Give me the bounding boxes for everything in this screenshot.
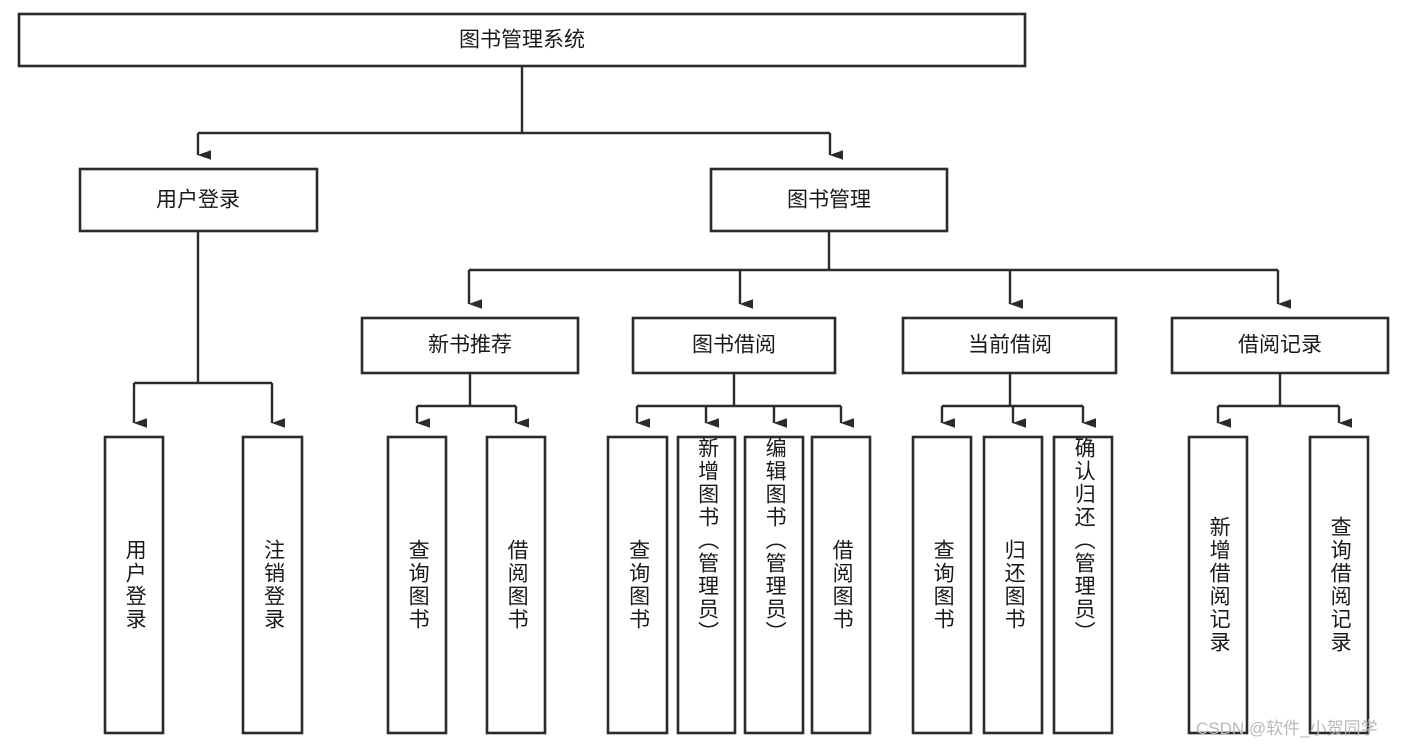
- leaf-query-book-2-rect[interactable]: [606, 435, 669, 735]
- node-user-login-rect: [78, 167, 319, 233]
- connector-user-login-to-leaves: [132, 231, 285, 428]
- node-book-management[interactable]: 图书管理: [709, 167, 949, 233]
- node-borrow-record[interactable]: 借阅记录: [1170, 316, 1390, 375]
- node-new-book-recommend[interactable]: 新书推荐: [360, 316, 580, 375]
- connector-book-management-to-level3: [467, 231, 1291, 309]
- node-book-management-label: 图书管理: [787, 189, 871, 212]
- connector-borrow-record-to-leaves: [1216, 373, 1352, 428]
- leaf-add-book-rect[interactable]: [676, 435, 737, 735]
- leaf-query-record-rect[interactable]: [1308, 435, 1370, 735]
- node-root-rect: [17, 12, 1027, 68]
- node-root-label: 图书管理系统: [459, 29, 585, 52]
- node-current-borrow-label: 当前借阅: [968, 334, 1052, 357]
- node-user-login-label: 用户登录: [156, 189, 240, 212]
- watermark-text: CSDN @软件_小贺同学: [1196, 719, 1378, 738]
- connector-root-to-level2: [196, 66, 843, 160]
- connector-new-book-recommend-to-leaves: [415, 373, 529, 428]
- node-root[interactable]: 图书管理系统: [17, 12, 1027, 68]
- leaf-query-book-3-rect[interactable]: [911, 435, 973, 735]
- node-book-borrow[interactable]: 图书借阅: [631, 316, 837, 375]
- node-current-borrow[interactable]: 当前借阅: [901, 316, 1118, 375]
- node-book-borrow-label: 图书借阅: [692, 334, 776, 357]
- leaf-logout-rect[interactable]: [241, 435, 304, 735]
- node-user-login[interactable]: 用户登录: [78, 167, 319, 233]
- node-new-book-recommend-rect: [360, 316, 580, 375]
- connector-current-borrow-to-leaves: [940, 373, 1096, 428]
- leaf-edit-book-rect[interactable]: [743, 435, 805, 735]
- leaf-add-record-rect[interactable]: [1187, 435, 1249, 735]
- leaf-query-book-1-rect[interactable]: [386, 435, 448, 735]
- leaf-confirm-return-rect[interactable]: [1052, 435, 1114, 735]
- leaf-borrow-book-1-rect[interactable]: [485, 435, 547, 735]
- leaf-return-book-rect[interactable]: [982, 435, 1044, 735]
- leaf-user-login-rect[interactable]: [103, 435, 165, 735]
- leaf-borrow-book-2-rect[interactable]: [810, 435, 872, 735]
- node-borrow-record-label: 借阅记录: [1238, 334, 1322, 357]
- connector-book-borrow-to-leaves: [635, 373, 854, 428]
- node-current-borrow-rect: [901, 316, 1118, 375]
- node-new-book-recommend-label: 新书推荐: [428, 334, 512, 357]
